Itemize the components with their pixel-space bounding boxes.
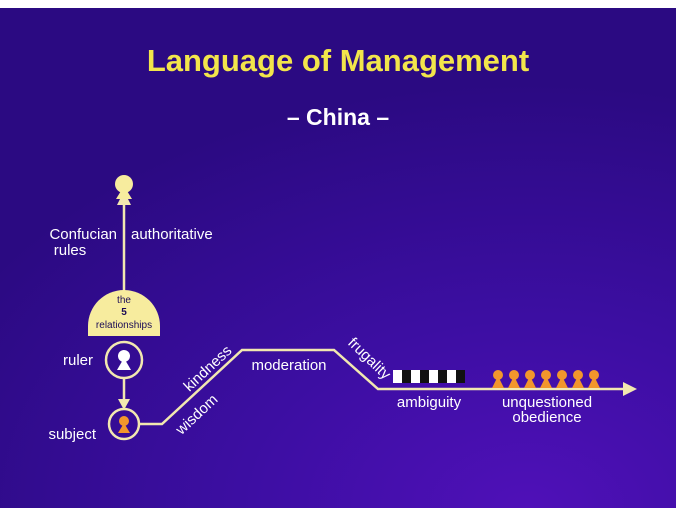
five-label: 5 bbox=[121, 307, 127, 318]
confucian-label-line2: rules bbox=[54, 242, 87, 259]
path-arrowhead bbox=[623, 382, 637, 396]
obedient-figure-icon bbox=[540, 370, 552, 388]
ruler-label: ruler bbox=[63, 352, 93, 369]
page-subtitle: – China – bbox=[286, 104, 390, 130]
obedient-figure-icon bbox=[572, 370, 584, 388]
moderation-label: moderation bbox=[251, 357, 326, 374]
confucian-label-line1: Confucian bbox=[49, 226, 117, 243]
path-line bbox=[139, 348, 625, 426]
subject-label: subject bbox=[48, 426, 96, 443]
wisdom-label: wisdom bbox=[172, 391, 222, 439]
authoritative-label: authoritative bbox=[131, 226, 213, 243]
obedient-figure-icon bbox=[508, 370, 520, 388]
obedient-figure-icon bbox=[588, 370, 600, 388]
obedient-figure-icon bbox=[556, 370, 568, 388]
ruler-to-subject-arrowhead bbox=[118, 399, 130, 410]
obedient-figure-icon bbox=[524, 370, 536, 388]
five-relationships-dome bbox=[88, 290, 160, 336]
the-label: the bbox=[117, 295, 131, 306]
obedient-figure-icon bbox=[492, 370, 504, 388]
obedience-figures bbox=[492, 370, 600, 388]
obedience-label: obedience bbox=[512, 409, 581, 426]
ambiguity-checker bbox=[393, 370, 465, 383]
unquestioned-label: unquestioned bbox=[502, 394, 592, 411]
relationships-label: relationships bbox=[96, 320, 152, 331]
frugality-label: frugality bbox=[344, 334, 394, 383]
diagram: the 5 relationships bbox=[48, 175, 637, 443]
kindness-label: kindness bbox=[180, 342, 235, 395]
ambiguity-label: ambiguity bbox=[397, 394, 462, 411]
ruler-figure-icon bbox=[117, 350, 131, 370]
subject-figure-icon bbox=[118, 416, 130, 433]
authority-figure-icon bbox=[115, 175, 133, 199]
page-title: Language of Management bbox=[146, 43, 530, 78]
slide: Language of Management – China – the 5 r… bbox=[0, 8, 676, 508]
